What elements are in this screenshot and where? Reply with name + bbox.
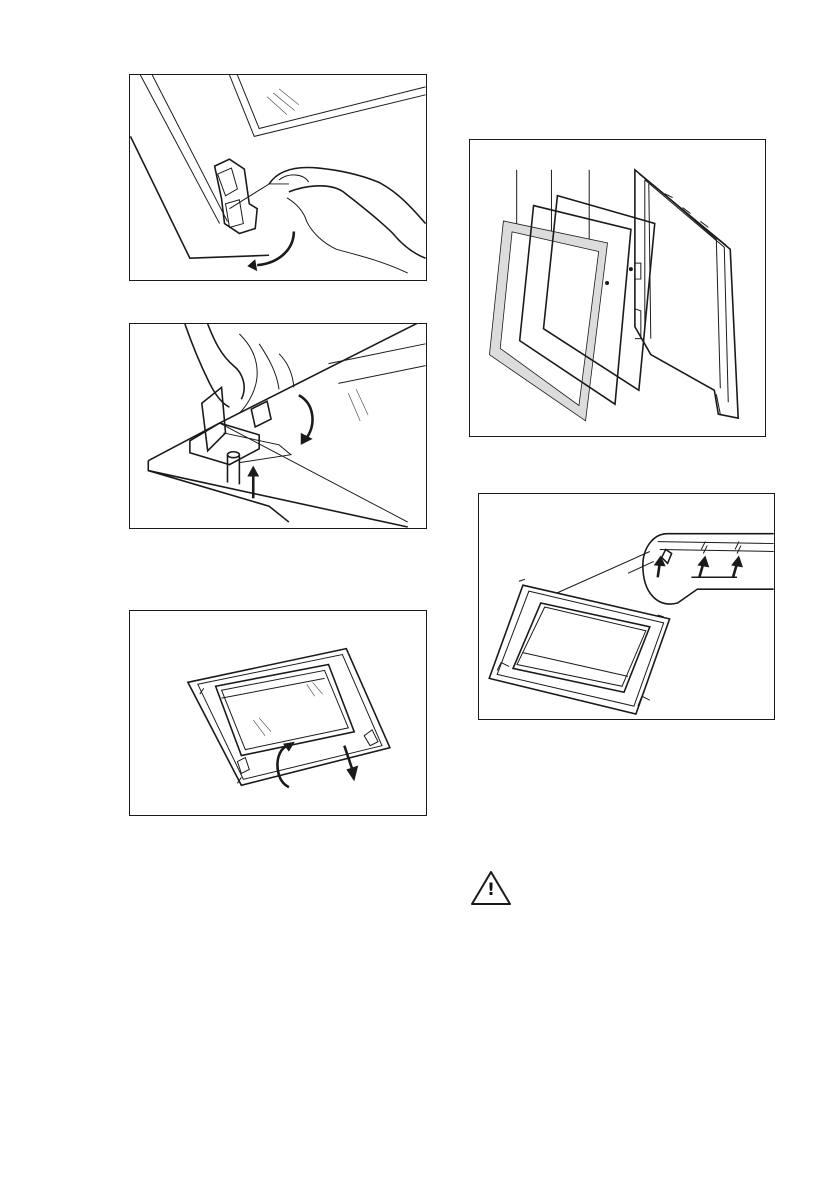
hinge-lock-push-illustration <box>129 323 427 529</box>
door-glass-panel-installation-illustration <box>478 493 775 720</box>
door-glass-panels-exploded-illustration <box>469 139 766 437</box>
hinge-lever-release-illustration <box>129 74 427 281</box>
door-trim-removal-illustration <box>129 610 427 816</box>
warning-exclamation: ! <box>470 881 512 899</box>
warning-triangle-icon: ! <box>470 870 512 906</box>
